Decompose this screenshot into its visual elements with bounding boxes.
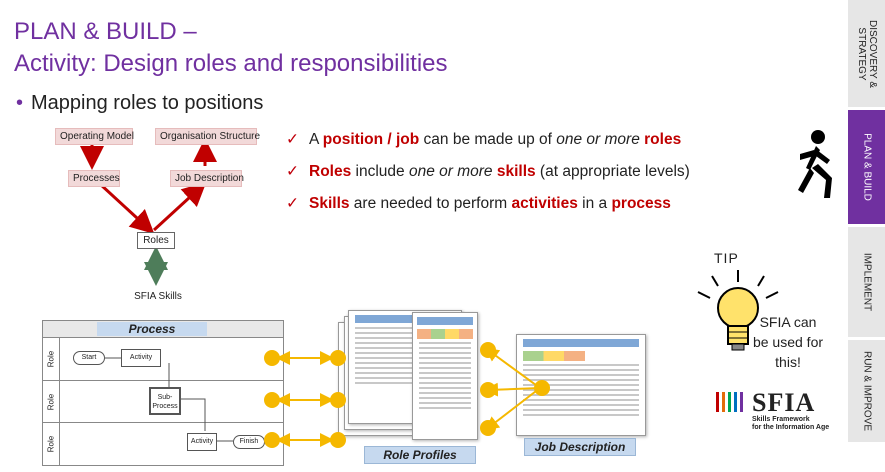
page-title-line2: Activity: Design roles and responsibilit… [14,50,448,77]
organisation-structure-box: Organisation Structure [155,128,260,145]
connector-dot [480,420,496,436]
bullet-item: • Mapping roles to positions [16,92,263,115]
lightbulb-icon [697,270,779,351]
bullet-dot-icon: • [16,92,24,114]
role-mapping-arrows [80,138,217,286]
bullet-text: Mapping roles to positions [31,92,264,114]
connector-dot [264,350,280,366]
job-description-box: Job Description [170,170,244,187]
tab-run-improve[interactable]: RUN & IMPROVE [848,340,885,442]
sfia-bars-icon [716,392,743,412]
connector-dot [330,432,346,448]
job-description-doc [516,334,646,436]
processes-box: Processes [68,170,120,187]
check-item-1: ✓A position / job can be made up of one … [286,131,682,148]
process-swimlane: Process Role Role Role Start Activity Su… [42,320,284,466]
walking-person-icon [798,130,832,198]
sub-process-node: Sub-Process [149,387,181,415]
finish-node: Finish [233,435,265,449]
role-profiles-caption: Role Profiles [364,446,476,464]
page-title-line1: PLAN & BUILD – [14,18,197,45]
connector-dot [264,432,280,448]
lane-label: Role [43,381,60,422]
connector-dot [264,392,280,408]
tab-plan-build[interactable]: PLAN & BUILD [848,110,885,224]
checkmark-icon: ✓ [286,195,299,212]
activity-node: Activity [121,349,161,367]
role-profile-doc [412,312,478,440]
connector-dot [480,342,496,358]
roles-box: Roles [137,232,175,249]
lane-label: Role [43,423,60,465]
checkmark-icon: ✓ [286,163,299,180]
connector-dot [480,382,496,398]
tip-label: TIP [714,250,739,266]
connector-dot [534,380,550,396]
tab-discovery-strategy[interactable]: DISCOVERY & STRATEGY [848,0,885,107]
connector-arrows [276,347,541,447]
start-node: Start [73,351,105,365]
activity-node: Activity [187,433,217,451]
check-item-3: ✓Skills are needed to perform activities… [286,195,671,212]
check-item-2: ✓Roles include one or more skills (at ap… [286,163,690,180]
sfia-skills-label: SFIA Skills [130,289,186,304]
tab-implement[interactable]: IMPLEMENT [848,227,885,337]
connector-dot [330,392,346,408]
connector-dot [330,350,346,366]
operating-model-box: Operating Model [55,128,134,145]
job-description-caption: Job Description [524,438,636,456]
checkmark-icon: ✓ [286,131,299,148]
lane-label: Role [43,338,60,380]
process-header: Process [97,322,207,336]
